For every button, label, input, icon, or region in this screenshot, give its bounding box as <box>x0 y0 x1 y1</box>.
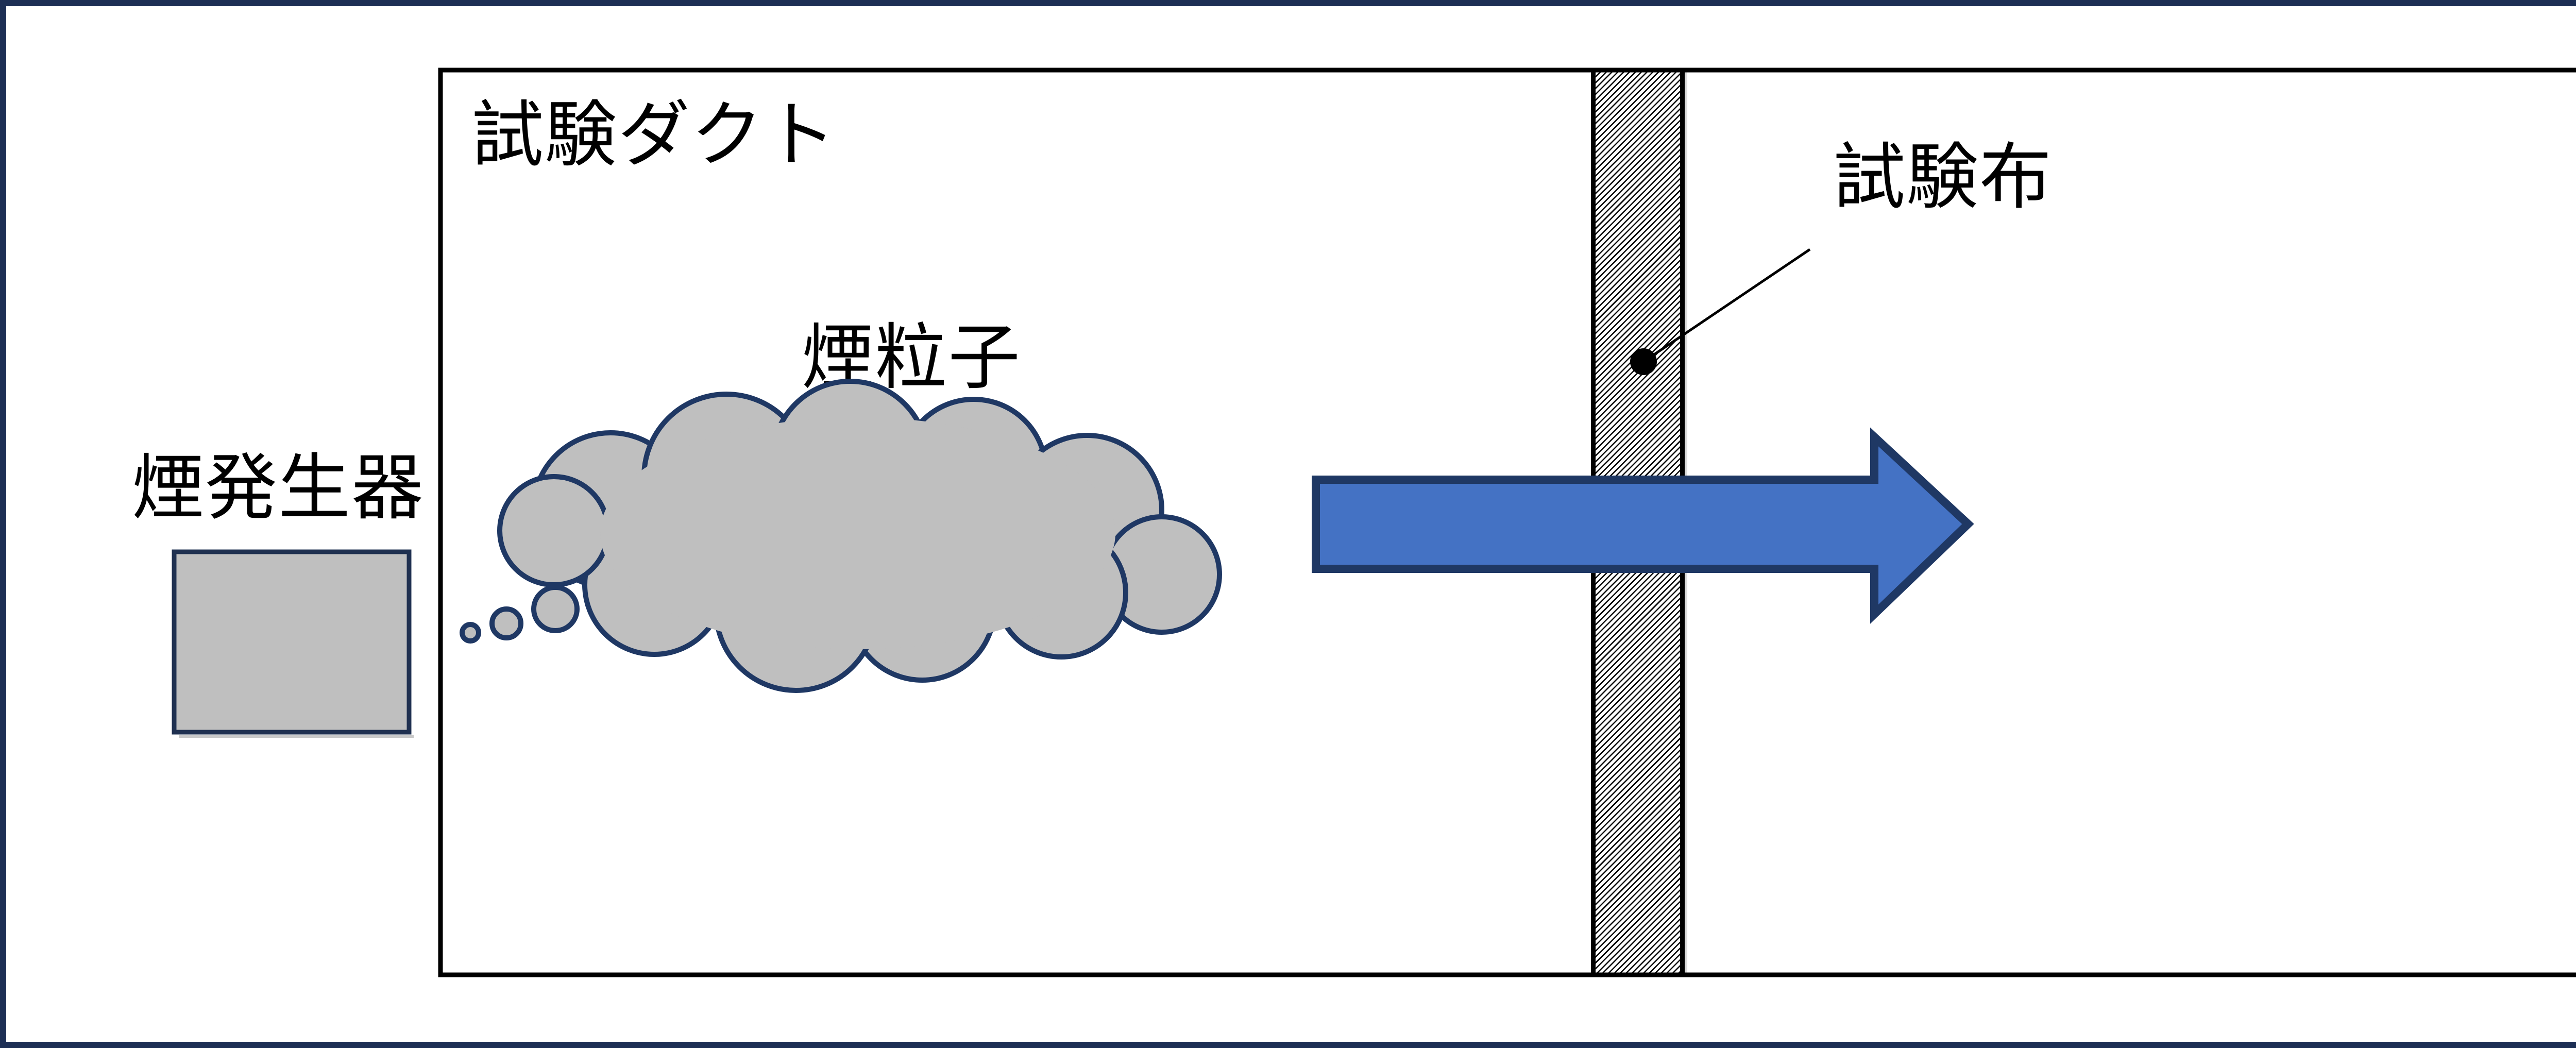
cloud-puff <box>770 379 930 538</box>
cloud-puff <box>848 533 997 683</box>
cloud-puff <box>531 430 690 590</box>
cloud-puff <box>582 513 726 657</box>
smoke-generator-box-shadow <box>179 735 414 738</box>
smoke-particles-label: 煙粒子 <box>802 317 1022 398</box>
cloud-tail-bubble-small <box>460 622 481 644</box>
cloud-body-fill <box>600 417 1115 649</box>
cloud-puff <box>1101 514 1222 635</box>
smoke-generator-box <box>172 549 412 735</box>
test-cloth-label: 試験布 <box>1833 137 2053 217</box>
cloud-puff <box>899 397 1048 546</box>
test-duct-rectangle <box>438 67 2576 977</box>
test-duct-label: 試験ダクト <box>471 94 838 175</box>
cloud-tail-bubble-large <box>531 585 580 633</box>
smoke-generator-label: 煙発生器 <box>132 447 425 528</box>
test-cloth-hatched-bar <box>1591 70 1685 975</box>
cloud-puff <box>994 526 1128 660</box>
cloud-tail-bubble-medium <box>489 606 523 640</box>
cloud-puff <box>714 528 878 693</box>
cloud-puff <box>497 474 611 587</box>
cloud-puff <box>641 392 811 562</box>
smoke-cloud-shape <box>460 379 1222 693</box>
cloud-puff <box>1010 433 1164 587</box>
